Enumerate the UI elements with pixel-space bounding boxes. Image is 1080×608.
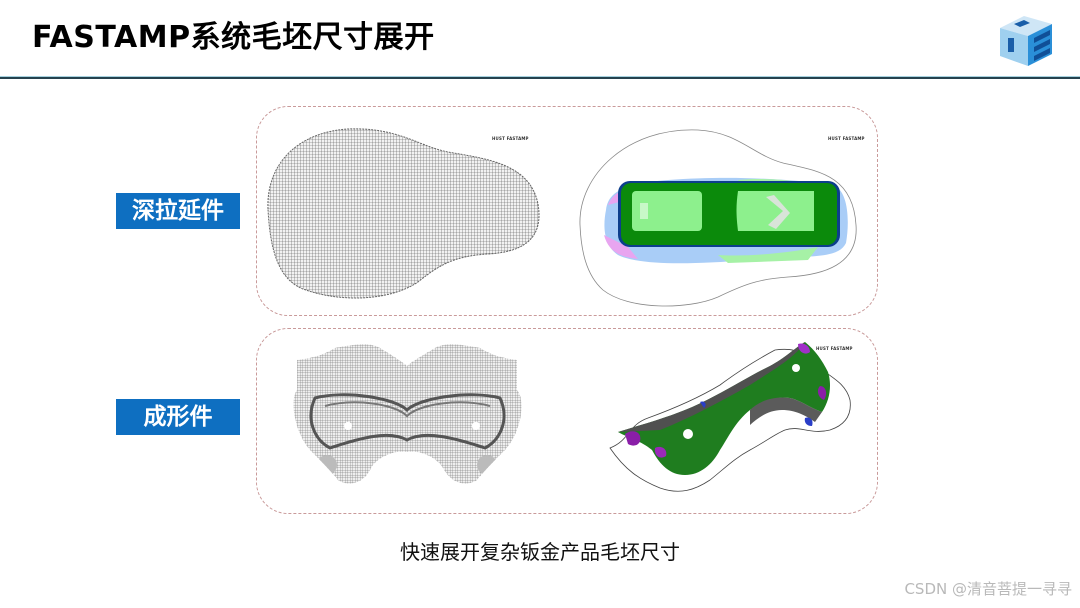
formed-part-panel xyxy=(256,328,878,514)
slide-caption: 快速展开复杂钣金产品毛坯尺寸 xyxy=(400,540,680,564)
figure-tag: HUST FASTAMP xyxy=(492,136,529,141)
deep-drawn-blank-mesh xyxy=(267,128,540,299)
csdn-watermark: CSDN @清音菩提一寻寻 xyxy=(904,580,1072,598)
figure-tag: HUST FASTAMP xyxy=(816,346,853,351)
label-formed-part: 成形件 xyxy=(116,399,240,435)
slide-title: FASTAMP系统毛坯尺寸展开 xyxy=(32,20,435,55)
deep-drawn-panel xyxy=(256,106,878,316)
formed-part-mesh xyxy=(293,344,522,484)
deep-drawn-contour-result xyxy=(579,129,857,307)
formed-part-3d-contour xyxy=(609,342,851,492)
label-deep-drawn-part: 深拉延件 xyxy=(116,193,240,229)
figure-tag: HUST FASTAMP xyxy=(828,136,865,141)
header-divider xyxy=(0,76,1080,79)
cube-logo-icon xyxy=(1000,16,1052,66)
